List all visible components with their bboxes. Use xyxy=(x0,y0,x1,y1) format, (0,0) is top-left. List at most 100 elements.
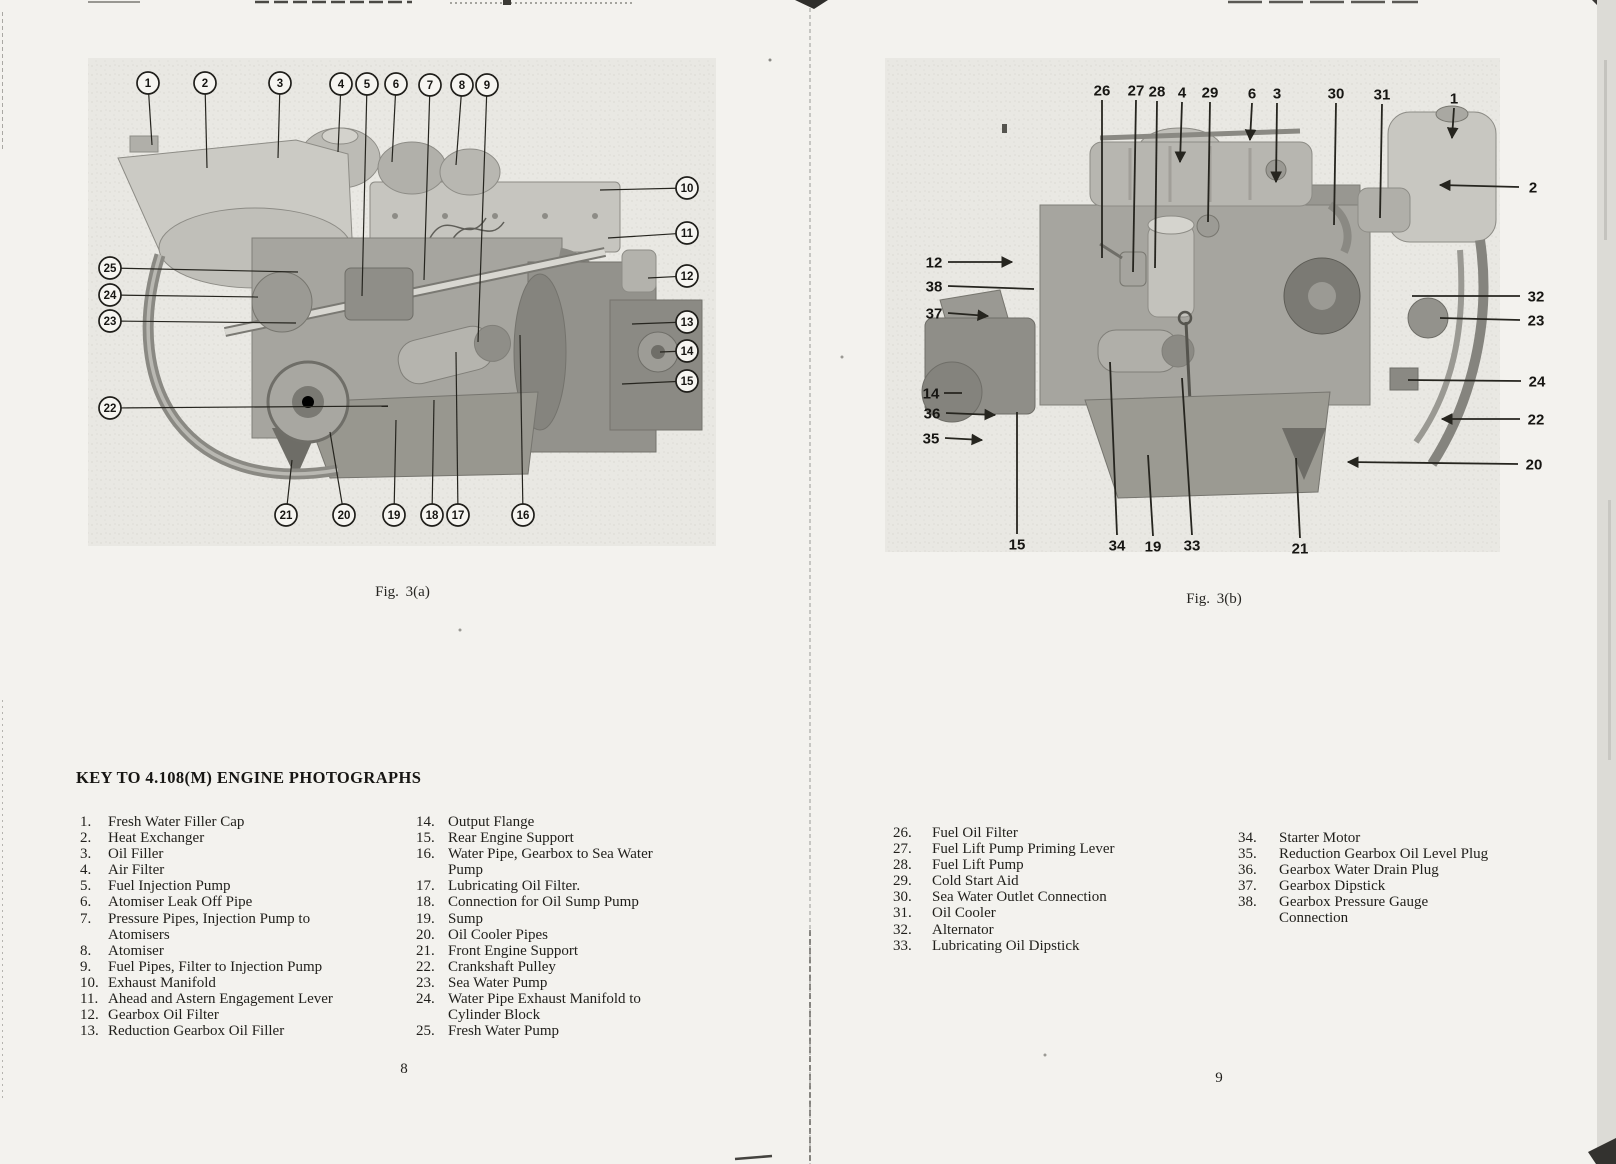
key-item: 20. Oil Cooler Pipes xyxy=(416,927,696,943)
callout-number: 29 xyxy=(1202,85,1219,102)
key-item: 34. Starter Motor xyxy=(1238,830,1508,846)
callout-number: 11 xyxy=(681,228,694,240)
key-item-label: Sea Water Pump xyxy=(448,974,548,991)
callout-leader-line xyxy=(329,431,343,505)
callout-number: 15 xyxy=(681,376,694,388)
key-item-label: Gearbox Water Drain Plug xyxy=(1279,862,1439,879)
key-item: 2. Heat Exchanger xyxy=(80,830,380,846)
callout-number: 2 xyxy=(1529,180,1537,197)
callout-number: 20 xyxy=(338,510,351,522)
figure-callout-10: 10 xyxy=(599,176,699,200)
figure-callout-19: 19 xyxy=(1145,454,1161,556)
key-item-number: 4. xyxy=(80,862,92,879)
figure-callout-21: 21 xyxy=(1292,457,1308,558)
callout-leader-line xyxy=(1333,102,1337,226)
callout-leader-line xyxy=(423,95,431,281)
callout-number: 20 xyxy=(1526,457,1543,474)
figure-callout-14: 14 xyxy=(659,339,699,363)
key-list-items-14-25: 14. Output Flange 15. Rear Engine Suppor… xyxy=(416,814,696,1039)
figure-callout-6: 6 xyxy=(1244,86,1257,142)
figure-callout-24: 24 xyxy=(1407,374,1546,391)
figure-callout-7: 7 xyxy=(418,73,442,281)
figure-callout-3: 3 xyxy=(268,71,292,159)
callout-number: 12 xyxy=(681,271,694,283)
figure-callout-30: 30 xyxy=(1328,86,1344,226)
callout-number: 1 xyxy=(1450,91,1458,108)
callout-leader-line xyxy=(120,320,297,324)
callout-circle xyxy=(420,503,444,527)
key-item: 23. Sea Water Pump xyxy=(416,975,696,991)
key-item-number: 36. xyxy=(1238,862,1257,879)
callout-number: 38 xyxy=(926,279,943,296)
figure-callout-15: 15 xyxy=(1009,412,1025,554)
key-item: 37. Gearbox Dipstick xyxy=(1238,878,1508,894)
key-item: 15. Rear Engine Support xyxy=(416,830,696,846)
key-item-label: Alternator xyxy=(932,921,994,938)
callout-leader-line xyxy=(286,459,293,505)
callout-number: 18 xyxy=(426,510,439,522)
key-item-label: Heat Exchanger xyxy=(108,830,205,847)
key-item: 6. Atomiser Leak Off Pipe xyxy=(80,894,380,910)
key-item-number: 1. xyxy=(80,814,92,830)
callout-number: 21 xyxy=(280,510,293,522)
figure-callout-38: 38 xyxy=(926,279,1035,296)
key-list-items-1-13: 1. Fresh Water Filler Cap 2. Heat Exchan… xyxy=(80,814,380,1039)
figure-callout-34: 34 xyxy=(1109,361,1126,555)
key-item-number: 20. xyxy=(416,926,435,943)
key-item: 8. Atomiser xyxy=(80,943,380,959)
callout-circle xyxy=(675,176,699,200)
key-item-number: 11. xyxy=(80,991,99,1008)
callout-number: 25 xyxy=(104,263,117,275)
key-item: 19. Sump xyxy=(416,911,696,927)
callout-circle xyxy=(136,71,160,95)
key-item: 24. Water Pipe Exhaust Manifold to Cylin… xyxy=(416,991,696,1023)
key-item: 28. Fuel Lift Pump xyxy=(893,857,1183,873)
figure-caption-fig3a: Fig. 3(a) xyxy=(375,584,430,600)
key-heading: KEY TO 4.108(M) ENGINE PHOTOGRAPHS xyxy=(76,768,422,787)
callout-number: 10 xyxy=(681,183,694,195)
key-item-label: Oil Cooler Pipes xyxy=(448,926,548,943)
callout-leader-line xyxy=(1407,379,1522,382)
key-item-label: Air Filter xyxy=(108,862,165,879)
callout-circle xyxy=(193,71,217,95)
callout-number: 24 xyxy=(1529,374,1546,391)
callout-circle xyxy=(274,503,298,527)
callout-leader-line xyxy=(945,408,997,421)
key-item: 25. Fresh Water Pump xyxy=(416,1023,696,1039)
key-item-label: Gearbox Dipstick xyxy=(1279,878,1386,895)
callout-circle xyxy=(446,503,470,527)
key-item-label: Water Pipe, Gearbox to Sea Water Pump xyxy=(448,846,653,879)
callout-circle xyxy=(98,396,122,420)
callout-circle xyxy=(450,73,474,97)
callout-leader-line xyxy=(477,95,488,343)
figure-callout-6: 6 xyxy=(384,72,408,163)
key-item-label: Reduction Gearbox Oil Filler xyxy=(108,1023,285,1040)
key-item-number: 3. xyxy=(80,846,92,863)
callout-circle xyxy=(98,309,122,333)
key-item-label: Output Flange xyxy=(448,814,535,830)
callout-leader-line xyxy=(1438,179,1520,192)
callout-number: 16 xyxy=(517,510,530,522)
figure-callout-13: 13 xyxy=(631,310,699,334)
callout-number: 19 xyxy=(388,510,401,522)
key-item: 18. Connection for Oil Sump Pump xyxy=(416,894,696,910)
key-item-number: 32. xyxy=(893,921,912,938)
callout-number: 22 xyxy=(104,403,117,415)
key-item-label: Gearbox Oil Filter xyxy=(108,1007,219,1024)
callout-circle xyxy=(675,221,699,245)
callout-leader-line xyxy=(659,350,677,353)
key-item-label: Atomiser Leak Off Pipe xyxy=(108,894,253,911)
key-list-items-26-33: 26. Fuel Oil Filter 27. Fuel Lift Pump P… xyxy=(893,825,1183,954)
callout-number: 14 xyxy=(923,386,940,403)
figure-callout-29: 29 xyxy=(1202,85,1219,223)
callout-leader-line xyxy=(1132,99,1137,273)
key-item-label: Fresh Water Filler Cap xyxy=(108,814,245,830)
callout-leader-line xyxy=(120,405,389,409)
callout-leader-line xyxy=(120,294,259,298)
figure-callout-2: 2 xyxy=(1438,179,1537,197)
figure-callout-33: 33 xyxy=(1181,377,1200,555)
callout-leader-line xyxy=(1181,377,1193,536)
key-item: 9. Fuel Pipes, Filter to Injection Pump xyxy=(80,959,380,975)
figure-callout-21: 21 xyxy=(274,459,298,527)
